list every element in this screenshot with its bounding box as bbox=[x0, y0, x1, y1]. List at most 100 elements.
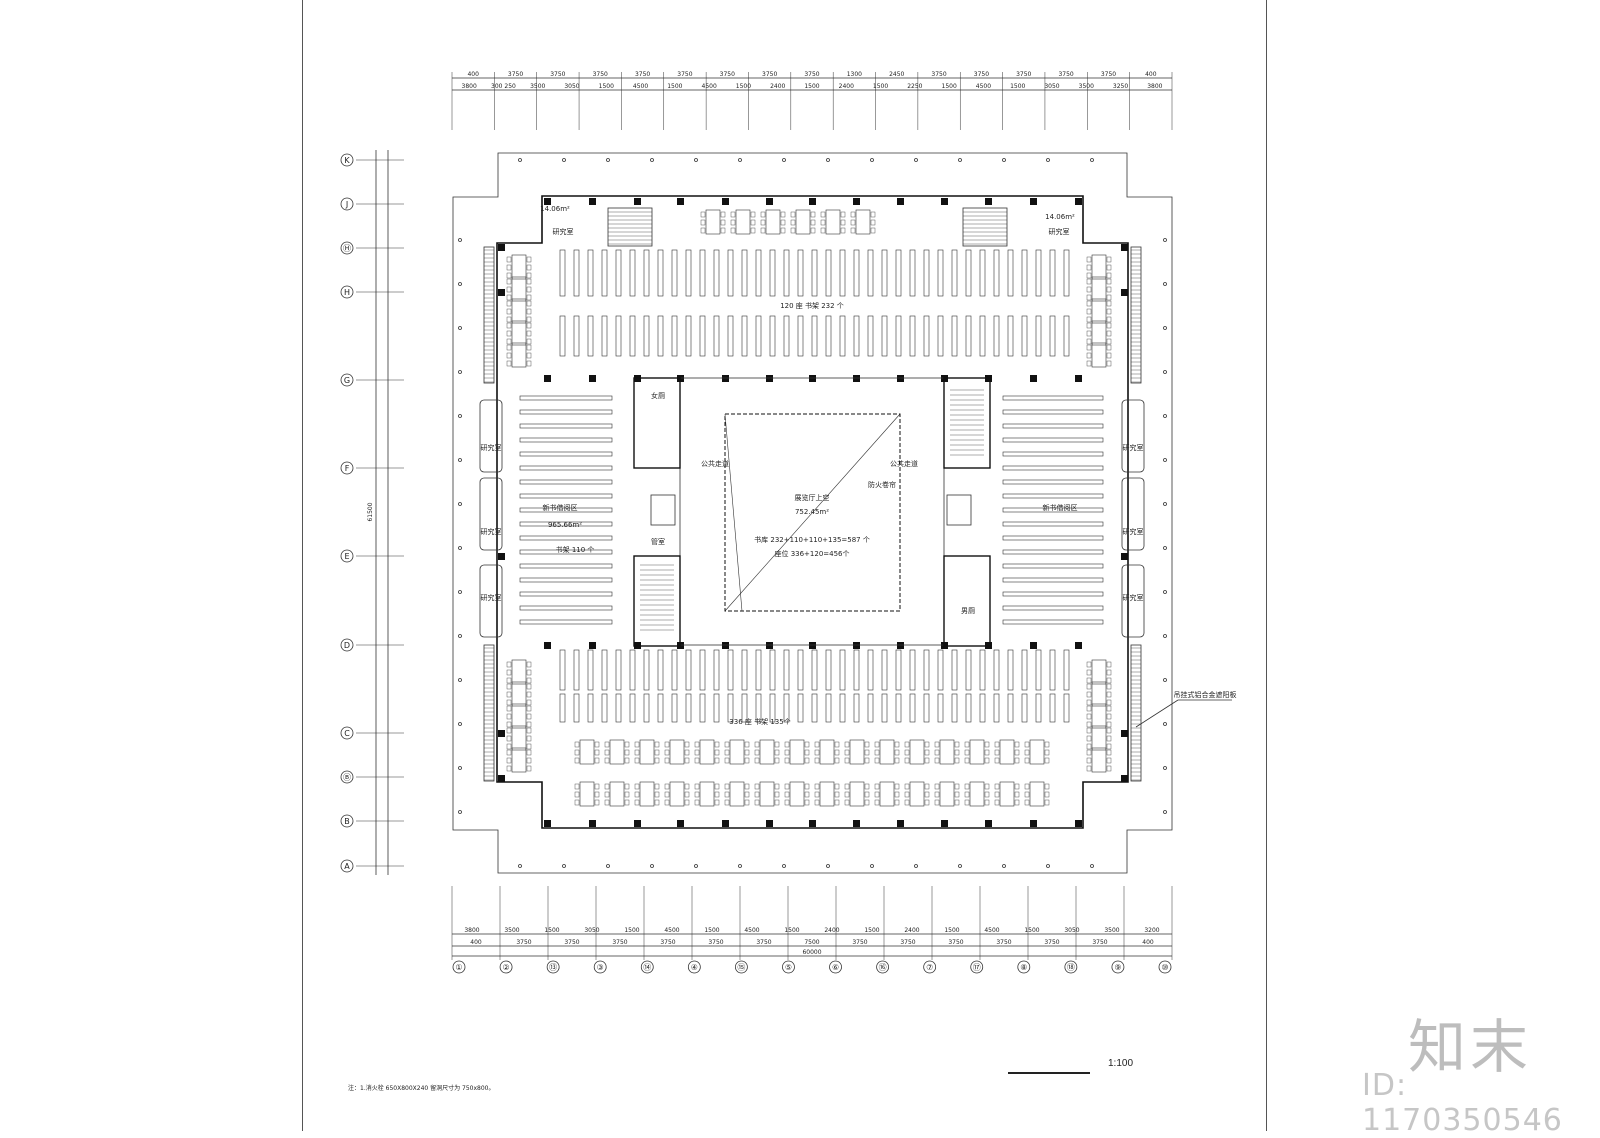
reading-table bbox=[969, 781, 985, 807]
book-shelf bbox=[573, 693, 580, 723]
chair bbox=[804, 741, 810, 748]
stair-block bbox=[633, 555, 681, 647]
bollard bbox=[1163, 766, 1167, 770]
chair bbox=[774, 783, 780, 790]
column bbox=[897, 198, 904, 205]
column bbox=[853, 375, 860, 382]
chair bbox=[526, 308, 532, 315]
chair bbox=[894, 799, 900, 806]
chair bbox=[744, 799, 750, 806]
book-shelf bbox=[783, 249, 790, 297]
axis-label: ⑩ bbox=[1161, 963, 1168, 972]
core-outline bbox=[679, 377, 945, 646]
axis-bubble bbox=[1017, 960, 1031, 974]
book-shelf bbox=[1007, 315, 1014, 357]
dim-text: 400 bbox=[1142, 939, 1154, 946]
chair bbox=[924, 791, 930, 798]
chair bbox=[1086, 669, 1092, 676]
chair bbox=[526, 338, 532, 345]
chair bbox=[624, 783, 630, 790]
book-shelf bbox=[797, 693, 804, 723]
chair bbox=[506, 691, 512, 698]
chair bbox=[1024, 783, 1030, 790]
chair bbox=[1024, 791, 1030, 798]
bollard bbox=[1163, 678, 1167, 682]
axis-bubble bbox=[499, 960, 513, 974]
axis-bubble bbox=[340, 859, 354, 873]
chair bbox=[526, 344, 532, 351]
chair bbox=[934, 783, 940, 790]
book-shelf bbox=[629, 693, 636, 723]
chair bbox=[850, 227, 856, 234]
bollard bbox=[458, 326, 462, 330]
dim-total: 61500 bbox=[367, 502, 374, 521]
reading-table bbox=[879, 739, 895, 765]
axis-label: ④ bbox=[691, 963, 698, 972]
bollard bbox=[1046, 158, 1050, 162]
column bbox=[809, 642, 816, 649]
column bbox=[498, 730, 505, 737]
book-shelf bbox=[699, 649, 706, 691]
drawing-note: 注：1.消火栓 650X800X240 留洞尺寸为 750x800。 bbox=[348, 1085, 495, 1092]
chair bbox=[1106, 256, 1112, 263]
chair bbox=[864, 741, 870, 748]
reading-table bbox=[939, 781, 955, 807]
bollard bbox=[458, 634, 462, 638]
column bbox=[985, 820, 992, 827]
book-shelf bbox=[1002, 563, 1104, 569]
chair bbox=[924, 757, 930, 764]
chair bbox=[506, 352, 512, 359]
chair bbox=[744, 757, 750, 764]
chair bbox=[574, 783, 580, 790]
column bbox=[1075, 642, 1082, 649]
book-shelf bbox=[643, 693, 650, 723]
study-room-label: 研究室 bbox=[1123, 443, 1144, 452]
book-shelf bbox=[909, 315, 916, 357]
study-room-label: 研究室 bbox=[481, 527, 502, 536]
chair bbox=[1086, 294, 1092, 301]
book-shelf bbox=[1021, 693, 1028, 723]
book-shelf bbox=[797, 315, 804, 357]
chair bbox=[864, 791, 870, 798]
bollard bbox=[1163, 414, 1167, 418]
book-shelf bbox=[601, 315, 608, 357]
chair bbox=[624, 791, 630, 798]
chair bbox=[574, 741, 580, 748]
dim-text: 2450 bbox=[889, 71, 904, 78]
chair bbox=[934, 757, 940, 764]
callout-leader bbox=[1135, 699, 1179, 728]
chair bbox=[870, 227, 876, 234]
chair bbox=[954, 791, 960, 798]
study-room-label: 研究室 bbox=[481, 593, 502, 602]
bollard bbox=[458, 546, 462, 550]
axis-label: H bbox=[344, 288, 350, 297]
bollard bbox=[458, 458, 462, 462]
dim-text: 1500 bbox=[1024, 927, 1039, 934]
chair bbox=[526, 330, 532, 337]
book-shelf bbox=[867, 693, 874, 723]
reading-table bbox=[511, 747, 527, 773]
chair bbox=[526, 683, 532, 690]
book-shelf bbox=[615, 249, 622, 297]
reading-table bbox=[819, 781, 835, 807]
reading-table bbox=[855, 209, 871, 235]
sheet-border-right bbox=[1266, 0, 1267, 1131]
chair bbox=[594, 783, 600, 790]
book-shelf bbox=[559, 693, 566, 723]
chair bbox=[604, 757, 610, 764]
stair bbox=[962, 207, 1008, 247]
book-shelf bbox=[923, 315, 930, 357]
bollard bbox=[606, 158, 610, 162]
column bbox=[1121, 730, 1128, 737]
chair bbox=[744, 741, 750, 748]
bollard bbox=[870, 158, 874, 162]
book-shelf bbox=[741, 249, 748, 297]
axis-bubble bbox=[687, 960, 701, 974]
void-diagonal bbox=[724, 413, 743, 612]
chair bbox=[850, 219, 856, 226]
bollard bbox=[870, 864, 874, 868]
reading-table bbox=[879, 781, 895, 807]
dim-text: 2400 bbox=[824, 927, 839, 934]
bollard bbox=[650, 864, 654, 868]
chair bbox=[1086, 338, 1092, 345]
